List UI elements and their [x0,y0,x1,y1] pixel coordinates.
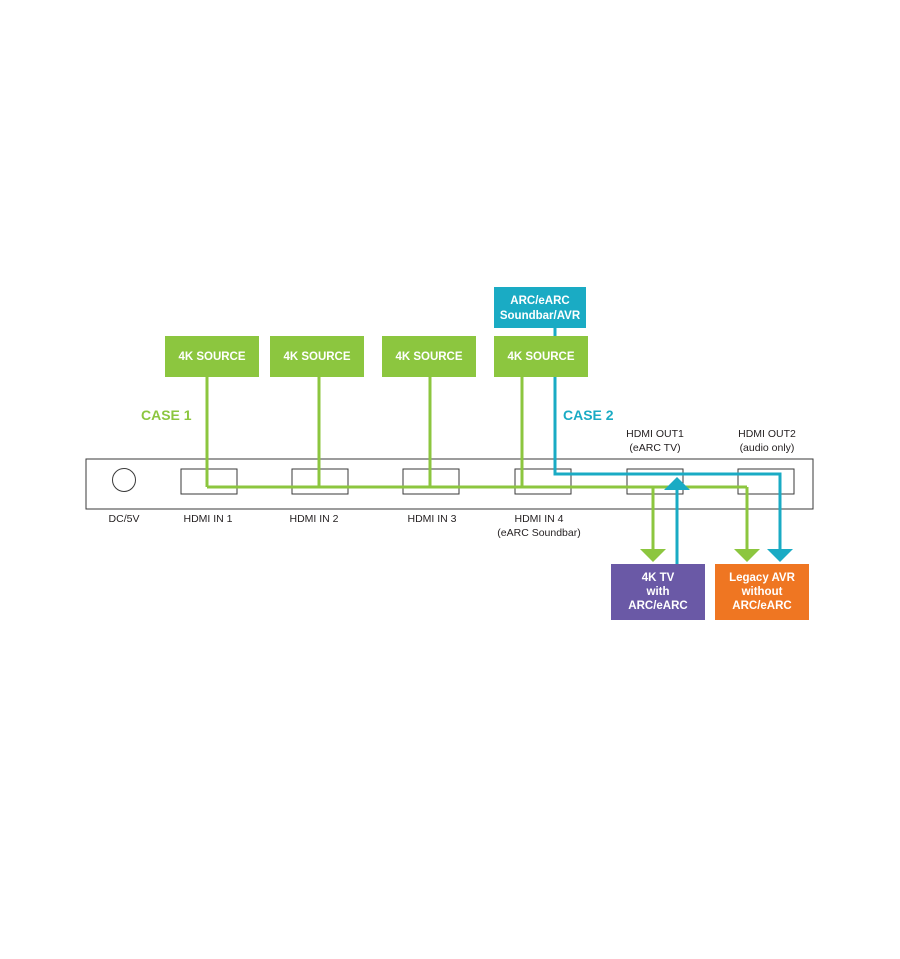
avr-box-line3: ARC/eARC [732,600,791,612]
port-hdmi-in-1 [180,468,238,495]
avr-box-line1: Legacy AVR [729,572,796,584]
source-box-1-label: 4K SOURCE [178,351,245,363]
tv-box-line2: with [646,586,670,598]
case2-signal-lines [553,328,782,564]
soundbar-box-line2: Soundbar/AVR [500,310,581,322]
dc-power-jack [112,468,136,492]
soundbar-box-line1: ARC/eARC [510,295,569,307]
tv-box-line1: 4K TV [642,572,675,584]
soundbar-box: ARC/eARC Soundbar/AVR [494,287,586,328]
label-hdmi-out-2-line1: HDMI OUT2 [738,428,796,440]
source-box-2-label: 4K SOURCE [283,351,350,363]
source-box-3-label: 4K SOURCE [395,351,462,363]
tv-box-line3: ARC/eARC [628,600,687,612]
label-dc: DC/5V [109,513,140,525]
label-hdmi-in-2: HDMI IN 2 [289,513,338,525]
avr-box-bg [715,564,809,620]
case1-signal-lines [205,377,749,550]
switch-device [85,458,814,510]
label-hdmi-out-2-line2: (audio only) [740,442,795,454]
port-hdmi-out-1 [626,468,684,495]
tv-box-bg [611,564,705,620]
case2-arrow-avr [767,549,793,562]
source-box-4: 4K SOURCE [494,336,588,377]
label-hdmi-out-1-line1: HDMI OUT1 [626,428,684,440]
label-hdmi-in-1: HDMI IN 1 [183,513,232,525]
port-hdmi-out-2 [737,468,795,495]
source-box-4-bg [494,336,588,377]
label-hdmi-in-3: HDMI IN 3 [407,513,456,525]
case2-label: CASE 2 [563,407,614,423]
case1-arrow-avr [734,549,760,562]
label-hdmi-in-4-line2: (eARC Soundbar) [497,527,580,539]
case1-label: CASE 1 [141,407,192,423]
label-hdmi-in-4-line1: HDMI IN 4 [514,513,563,525]
case2-arrow-tv-up [664,477,690,490]
source-box-2: 4K SOURCE [270,336,364,377]
case1-arrow-tv [640,549,666,562]
source-box-3: 4K SOURCE [382,336,476,377]
label-hdmi-out-1-line2: (eARC TV) [629,442,680,454]
source-box-1: 4K SOURCE [165,336,259,377]
source-box-1-bg [165,336,259,377]
case2-line-soundbar-to-avr [553,328,782,550]
tv-box: 4K TV with ARC/eARC [611,564,705,620]
avr-box-line2: without [741,586,783,598]
port-hdmi-in-4 [514,468,572,495]
soundbar-box-bg [494,287,586,328]
avr-box: Legacy AVR without ARC/eARC [715,564,809,620]
source-box-2-bg [270,336,364,377]
source-box-3-bg [382,336,476,377]
source-box-4-label: 4K SOURCE [507,351,574,363]
